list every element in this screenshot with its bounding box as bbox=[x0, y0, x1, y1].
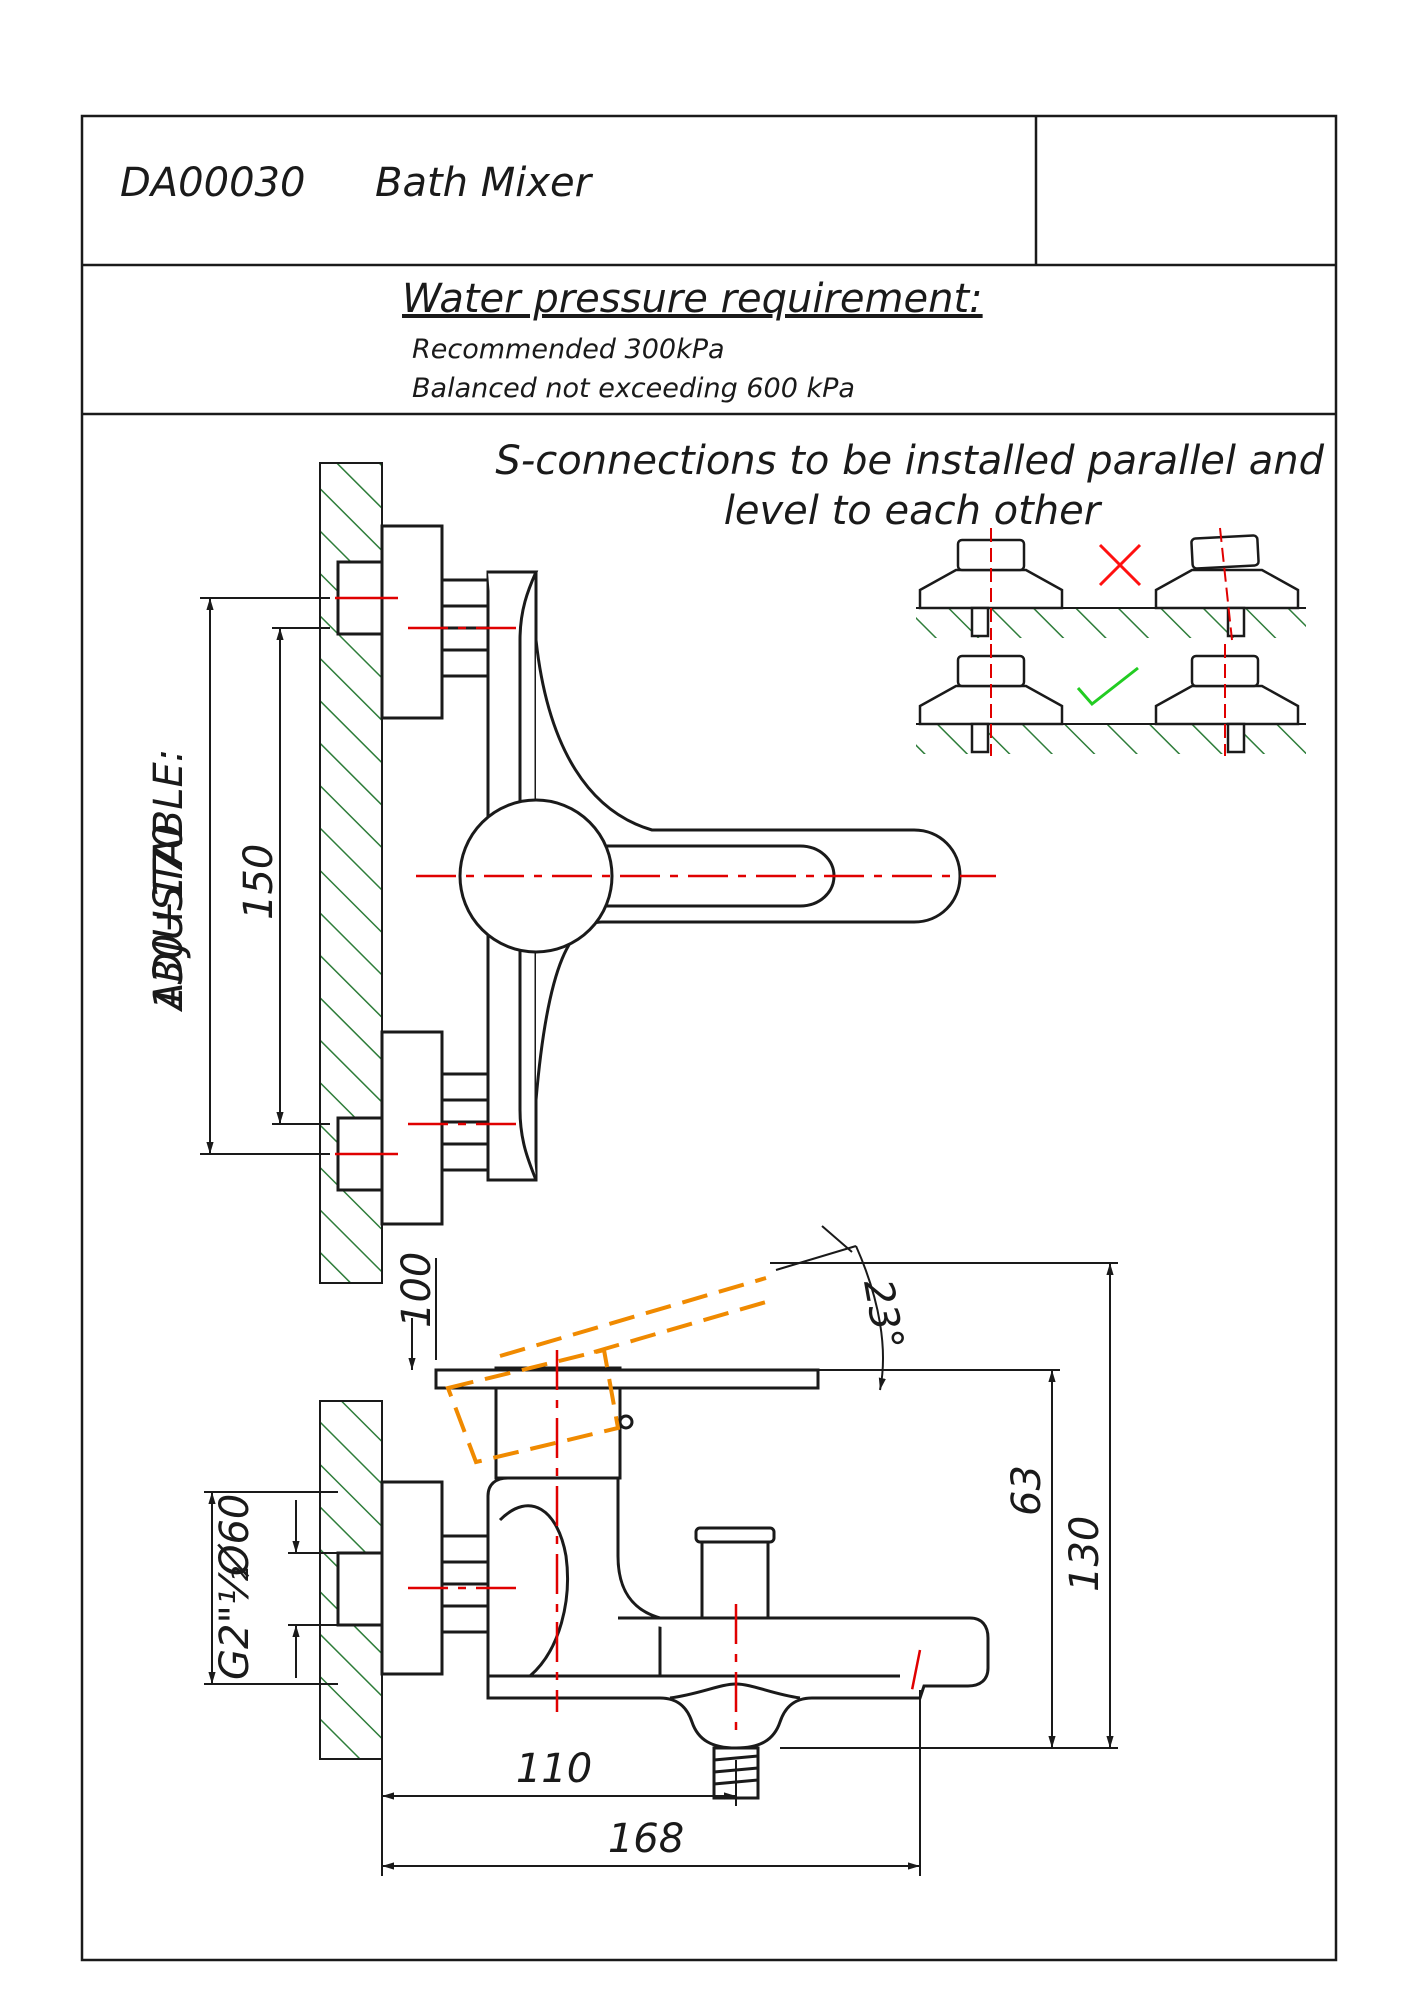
dim-adjustable-range: 130+170 bbox=[146, 824, 192, 1010]
dim-outlet-reach: 110 bbox=[516, 1746, 592, 1792]
product-name: Bath Mixer bbox=[375, 160, 594, 206]
correct-check-icon bbox=[1076, 666, 1139, 707]
top-dimensions bbox=[200, 597, 330, 1155]
dim-thread: G2"½ bbox=[212, 1566, 258, 1680]
mixer-side-view bbox=[336, 1366, 990, 1800]
dim-overall-height: 130 bbox=[1062, 1516, 1108, 1592]
install-note-line2: level to each other bbox=[724, 488, 1103, 534]
s-connection-diagrams bbox=[916, 527, 1306, 756]
drawing-border bbox=[80, 114, 1338, 1962]
dim-adjustable-label: ADJUSTABLE: bbox=[146, 749, 192, 1013]
top-connection-pipes bbox=[335, 560, 398, 1156]
wrong-cross-icon bbox=[1098, 543, 1142, 587]
dim-centers: 150 bbox=[236, 844, 282, 920]
side-dimensions bbox=[204, 1225, 1118, 1876]
pressure-balanced: Balanced not exceeding 600 kPa bbox=[412, 373, 855, 404]
top-centerlines bbox=[408, 626, 996, 1126]
dim-flange-dia: Ø60 bbox=[212, 1494, 258, 1578]
side-centerlines bbox=[408, 1350, 922, 1740]
dim-wall-to-lever: 100 bbox=[394, 1252, 440, 1328]
dim-overall-depth: 168 bbox=[608, 1816, 684, 1862]
product-code: DA00030 bbox=[120, 160, 305, 206]
dim-lever-height: 63 bbox=[1004, 1465, 1050, 1516]
pressure-heading: Water pressure requirement: bbox=[402, 276, 983, 322]
dim-lever-angle: 23° bbox=[854, 1276, 912, 1354]
install-note-line1: S-connections to be installed parallel a… bbox=[495, 438, 1324, 484]
lever-raised-ghost bbox=[445, 1276, 767, 1465]
pressure-recommended: Recommended 300kPa bbox=[412, 334, 725, 365]
